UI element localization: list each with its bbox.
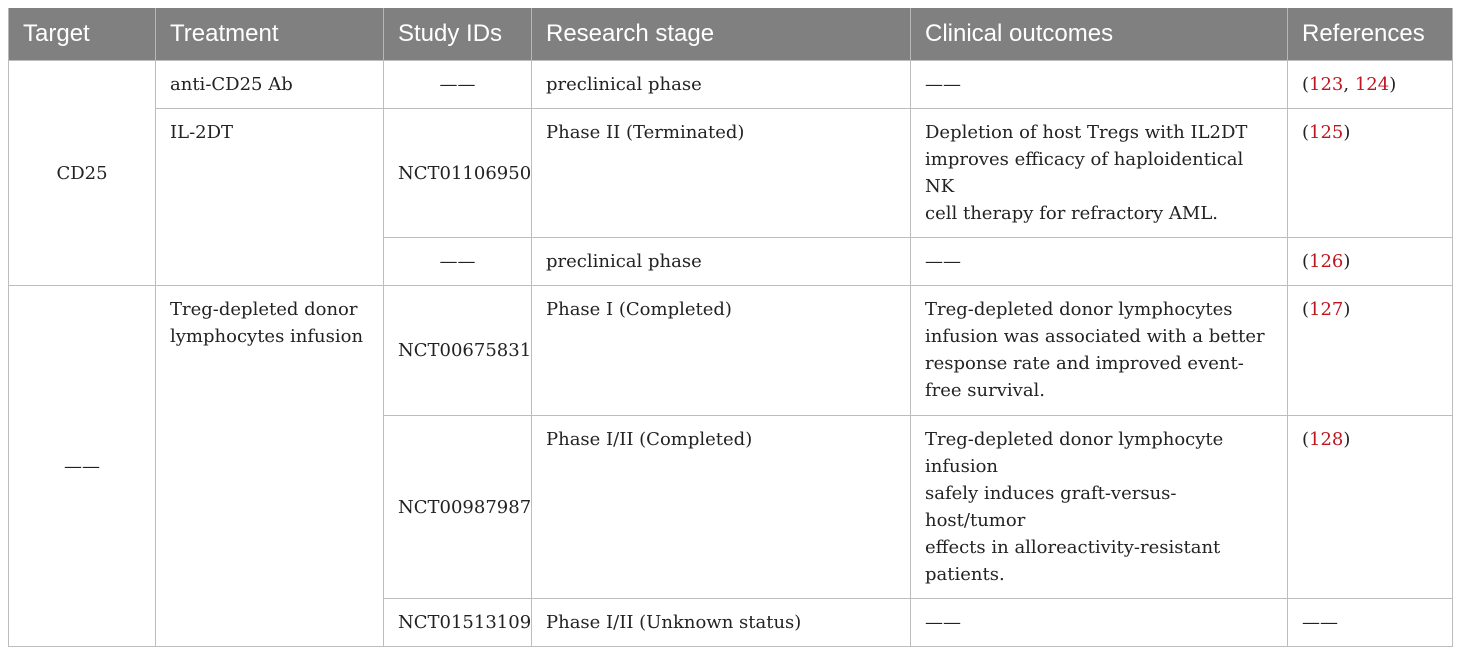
header-clinical-outcomes: Clinical outcomes bbox=[910, 8, 1288, 61]
table-header: Target Treatment Study IDs Research stag… bbox=[8, 8, 1453, 61]
reference-link[interactable]: 124 bbox=[1354, 74, 1390, 95]
table-row: —— preclinical phase —— (126) bbox=[9, 237, 1453, 286]
stage-cell: Phase II (Terminated) bbox=[531, 108, 911, 238]
reference-link[interactable]: 127 bbox=[1309, 299, 1344, 320]
outcome-cell: —— bbox=[910, 598, 1288, 647]
stage-cell: preclinical phase bbox=[531, 60, 911, 109]
stage-cell: Phase I/II (Unknown status) bbox=[531, 598, 911, 647]
study-id-cell: —— bbox=[383, 60, 532, 109]
header-references: References bbox=[1287, 8, 1453, 61]
reference-link[interactable]: 125 bbox=[1309, 122, 1344, 143]
target-cell-other: —— bbox=[8, 285, 156, 647]
reference-cell: (127) bbox=[1287, 285, 1453, 416]
study-id-cell: NCT01106950 bbox=[383, 108, 532, 238]
stage-cell: Phase I (Completed) bbox=[531, 285, 911, 416]
study-id-cell: —— bbox=[383, 237, 532, 286]
study-id-cell: NCT00987987 bbox=[383, 415, 532, 599]
table-body: CD25 anti-CD25 Ab —— preclinical phase —… bbox=[8, 60, 1453, 647]
header-treatment: Treatment bbox=[155, 8, 384, 61]
stage-cell: preclinical phase bbox=[531, 237, 911, 286]
header-target: Target bbox=[8, 8, 156, 61]
target-cell-cd25: CD25 bbox=[8, 60, 156, 286]
header-row: Target Treatment Study IDs Research stag… bbox=[8, 8, 1453, 61]
reference-cell: (128) bbox=[1287, 415, 1453, 599]
reference-cell: —— bbox=[1287, 598, 1453, 647]
treg-targeting-table: Target Treatment Study IDs Research stag… bbox=[8, 8, 1453, 647]
reference-link[interactable]: 126 bbox=[1309, 251, 1344, 272]
table-row: IL-2DT NCT01106950 Phase II (Terminated)… bbox=[9, 108, 1453, 286]
header-research-stage: Research stage bbox=[531, 8, 911, 61]
treatment-cell: IL-2DT bbox=[155, 108, 384, 286]
reference-cell: (125) bbox=[1287, 108, 1453, 238]
outcome-cell: —— bbox=[910, 60, 1288, 109]
header-study-ids: Study IDs bbox=[383, 8, 532, 61]
reference-cell: (123, 124) bbox=[1287, 60, 1453, 109]
table-container: Target Treatment Study IDs Research stag… bbox=[8, 8, 1453, 647]
table-row: CD25 anti-CD25 Ab —— preclinical phase —… bbox=[8, 60, 1453, 286]
outcome-cell: —— bbox=[910, 237, 1288, 286]
reference-cell: (126) bbox=[1287, 237, 1453, 286]
treatment-cell: anti-CD25 Ab bbox=[155, 60, 384, 109]
reference-link[interactable]: 123 bbox=[1309, 74, 1344, 95]
reference-link[interactable]: 128 bbox=[1309, 429, 1344, 450]
study-id-cell: NCT00675831 bbox=[383, 285, 532, 416]
stage-cell: Phase I/II (Completed) bbox=[531, 415, 911, 599]
study-id-cell: NCT01513109 bbox=[383, 598, 532, 647]
